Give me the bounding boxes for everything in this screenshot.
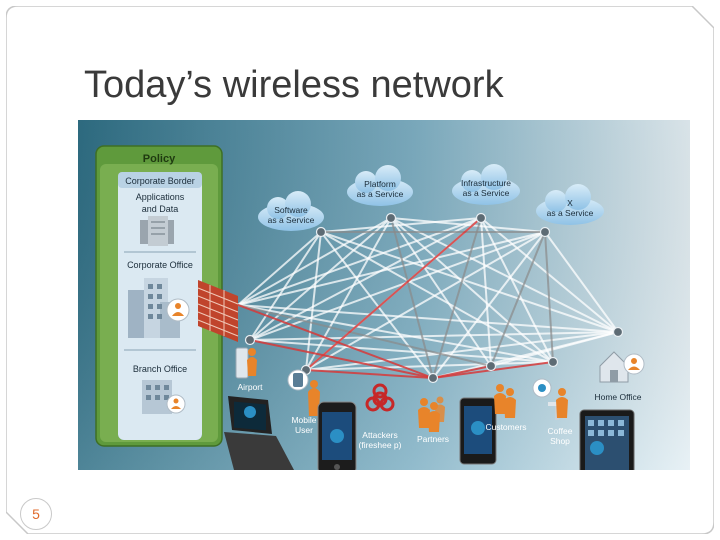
- corporate-border-label: Corporate Border: [125, 176, 195, 186]
- policy-title: Policy: [143, 153, 176, 165]
- software-label-line2: as a Service: [268, 215, 315, 225]
- airport-label: Airport: [237, 382, 263, 392]
- applications-label-line1: Applications: [136, 192, 185, 202]
- slide-number: 5: [20, 498, 52, 530]
- branch-building-icon: [142, 380, 186, 414]
- policy-panel: Policy Corporate Border Applications and…: [95, 145, 223, 447]
- applications-label-line2: and Data: [142, 204, 179, 214]
- home-office-icon: [599, 351, 645, 383]
- customers-phone-icon: [459, 397, 497, 465]
- cloud-platform: Platform as a Service: [347, 165, 413, 206]
- smartphone-icon: [317, 401, 357, 475]
- firewall-icon: [197, 280, 239, 342]
- partners-label: Partners: [417, 434, 449, 444]
- x-label-line2: as a Service: [547, 208, 594, 218]
- home-office-label: Home Office: [594, 392, 641, 402]
- platform-label-line1: Platform: [364, 179, 396, 189]
- slide: Today’s wireless network: [6, 6, 714, 534]
- cloud-x: X as a Service: [536, 184, 604, 225]
- partners-icon: [418, 396, 445, 432]
- corporate-building-icon: [128, 278, 180, 338]
- platform-label-line2: as a Service: [357, 189, 404, 199]
- coffee-label-line2: Shop: [550, 436, 570, 446]
- connection-lines: [237, 217, 619, 379]
- x-label-line1: X: [567, 198, 573, 208]
- network-nodes: [244, 212, 624, 384]
- mobile-user-icon: [287, 369, 320, 416]
- branch-office-label: Branch Office: [133, 364, 187, 374]
- laptop-icon: [224, 396, 294, 470]
- attackers-label-line1: Attackers: [362, 430, 397, 440]
- mobile-label-line1: Mobile: [291, 415, 316, 425]
- coffee-label-line1: Coffee: [548, 426, 573, 436]
- corporate-user-icon: [166, 298, 190, 322]
- infrastructure-label-line2: as a Service: [463, 188, 510, 198]
- slide-title: Today’s wireless network: [84, 64, 504, 106]
- mobile-label-line2: User: [295, 425, 313, 435]
- network-diagram: Policy Corporate Border Applications and…: [78, 120, 690, 479]
- infrastructure-label-line1: Infrastructure: [461, 178, 511, 188]
- customers-people-icon: [494, 384, 516, 418]
- tablet-icon: [579, 409, 635, 479]
- corporate-office-label: Corporate Office: [127, 260, 193, 270]
- biohazard-icon: [365, 383, 395, 412]
- cloud-infrastructure: Infrastructure as a Service: [452, 164, 520, 205]
- cloud-software: Software as a Service: [258, 191, 324, 231]
- coffee-shop-icon: [532, 378, 568, 420]
- software-label-line1: Software: [274, 205, 308, 215]
- attackers-label-line2: (fireshee p): [359, 440, 402, 450]
- applications-data-icon: [140, 216, 174, 246]
- customers-label: Customers: [485, 422, 526, 432]
- airport-kiosk-icon: [235, 347, 257, 379]
